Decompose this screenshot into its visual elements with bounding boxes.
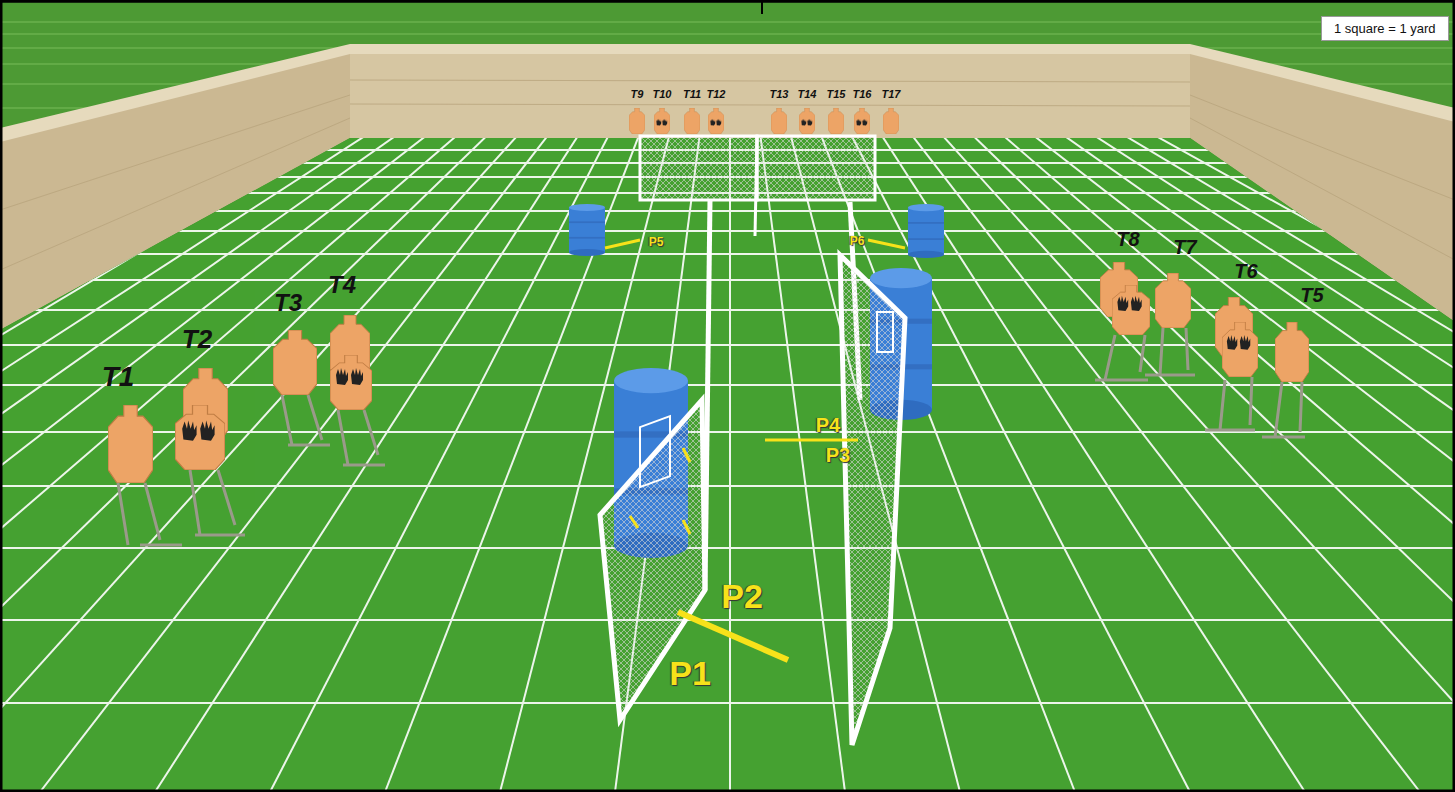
scale-note-box: 1 square = 1 yard (1321, 16, 1449, 41)
target-label: T13 (770, 88, 789, 100)
target-label: T5 (1300, 284, 1323, 306)
position-label: P1 (669, 655, 711, 692)
position-label: P6 (850, 235, 865, 248)
target-label: T11 (683, 88, 701, 100)
position-label: P3 (826, 444, 850, 466)
target-label: T3 (274, 290, 302, 316)
target-label: T7 (1173, 236, 1196, 258)
scale-note: 1 square = 1 yard (1334, 21, 1436, 36)
target-label: T17 (882, 88, 901, 100)
target-label: T8 (1116, 228, 1139, 250)
target-label: T16 (853, 88, 872, 100)
position-label: P4 (816, 414, 840, 436)
target-label: T6 (1234, 260, 1257, 282)
target-label: T14 (798, 88, 817, 100)
position-label: P5 (649, 236, 664, 249)
position-label: P2 (721, 578, 763, 615)
target-label: T15 (827, 88, 846, 100)
target-label: T12 (707, 88, 726, 100)
target-label: T4 (328, 272, 356, 298)
target-label: T9 (631, 88, 644, 100)
target-label: T10 (653, 88, 672, 100)
target-label: T2 (182, 325, 212, 354)
target-label: T1 (102, 362, 135, 393)
